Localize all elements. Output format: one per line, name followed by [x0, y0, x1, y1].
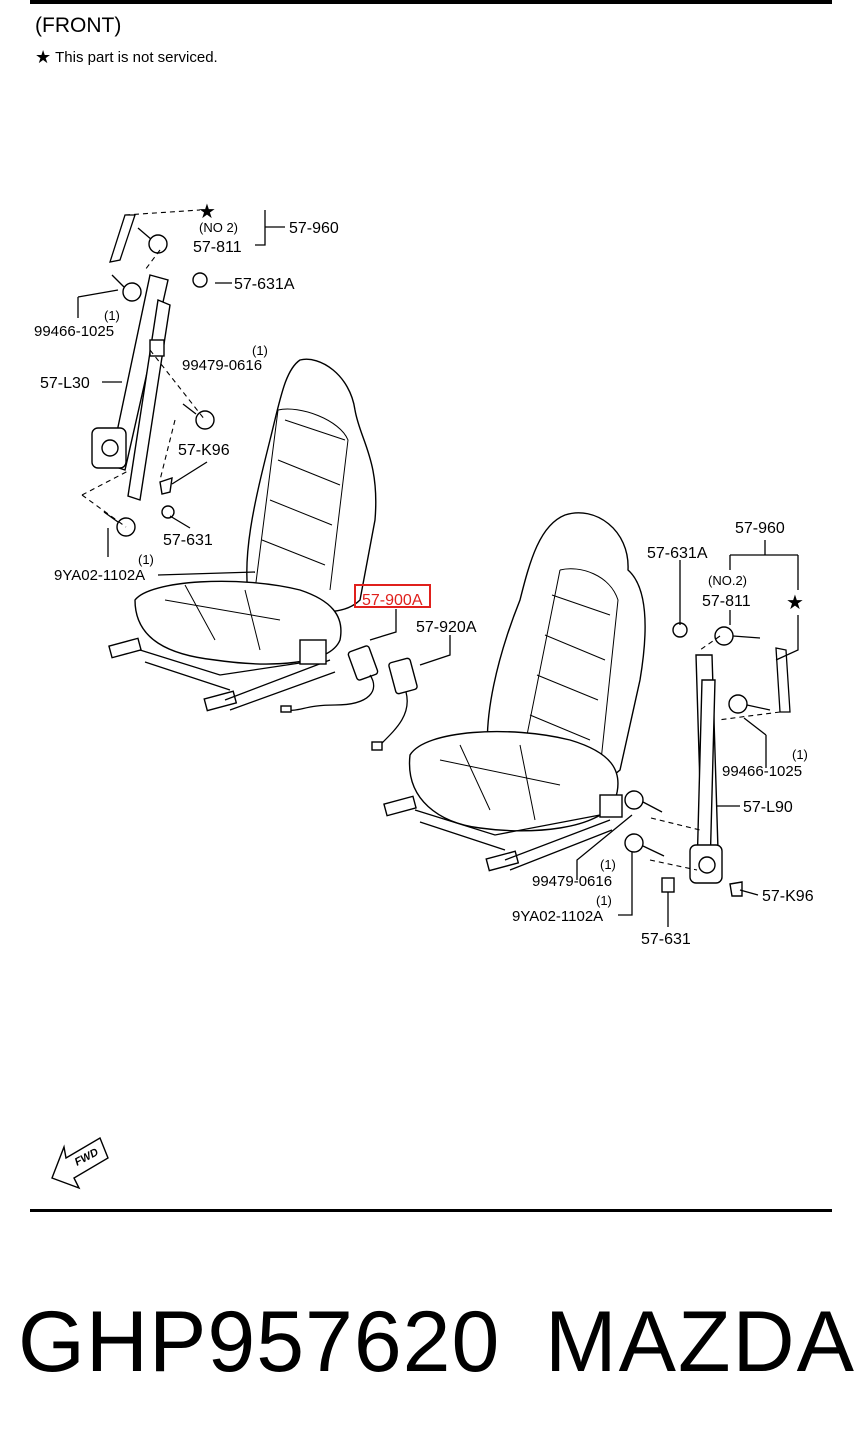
left-buckle	[280, 609, 397, 713]
label-99466-1025-left: 99466-1025	[34, 323, 114, 340]
label-qty-left-c: (1)	[138, 552, 154, 567]
part-number: GHP957620	[18, 1294, 501, 1390]
left-seat-belt	[91, 214, 171, 501]
label-qty-left-b: (1)	[252, 343, 268, 358]
left-seat	[108, 358, 377, 712]
label-qty-right-a: (1)	[792, 747, 808, 762]
not-serviced-note: ★ This part is not serviced.	[35, 48, 218, 66]
label-57-960-right: 57-960	[735, 520, 785, 537]
label-no2-right: (NO.2)	[708, 573, 747, 588]
brand-name: MAZDA	[545, 1294, 856, 1390]
right-bolts	[624, 622, 771, 897]
top-rule	[30, 0, 832, 4]
view-title: (FRONT)	[35, 14, 122, 37]
bottom-rule	[30, 1209, 832, 1212]
label-9YA02-1102A-left: 9YA02-1102A	[54, 567, 145, 584]
label-qty-left-a: (1)	[104, 308, 120, 323]
label-57-811-right: 57-811	[702, 593, 751, 610]
label-57-631-right: 57-631	[641, 931, 691, 948]
label-57-960-left: 57-960	[289, 220, 339, 237]
left-bolts	[103, 227, 215, 537]
label-no2-left: (NO 2)	[199, 220, 238, 235]
label-57-L30: 57-L30	[40, 375, 90, 392]
label-99479-0616-left: 99479-0616	[182, 357, 262, 374]
label-57-L90: 57-L90	[743, 799, 793, 816]
star-icon: ★	[198, 201, 216, 223]
label-57-920A: 57-920A	[416, 619, 477, 636]
label-57-631A-right: 57-631A	[647, 545, 708, 562]
highlight-box	[354, 584, 431, 608]
label-57-K96-right: 57-K96	[762, 888, 814, 905]
label-57-631A-left: 57-631A	[234, 276, 295, 293]
label-57-K96-left: 57-K96	[178, 442, 230, 459]
label-99479-0616-right: 99479-0616	[532, 873, 612, 890]
star-icon: ★	[35, 47, 52, 67]
note-text: This part is not serviced.	[55, 48, 218, 66]
label-99466-1025-right: 99466-1025	[722, 763, 802, 780]
fwd-arrow-icon: FWD	[51, 1136, 109, 1190]
label-57-811-left: 57-811	[193, 239, 242, 256]
star-icon: ★	[786, 592, 804, 614]
right-seat-belt	[689, 647, 791, 884]
parts-diagram: 57-960 ★ (NO 2) 57-811 57-631A (1) 99466…	[34, 201, 814, 1190]
right-seat	[383, 512, 646, 872]
label-57-900A: 57-900A	[362, 592, 423, 609]
label-57-631-left: 57-631	[163, 532, 213, 549]
right-buckle	[371, 635, 451, 751]
label-9YA02-1102A-right: 9YA02-1102A	[512, 908, 603, 925]
label-qty-right-b: (1)	[600, 857, 616, 872]
label-qty-right-c: (1)	[596, 893, 612, 908]
